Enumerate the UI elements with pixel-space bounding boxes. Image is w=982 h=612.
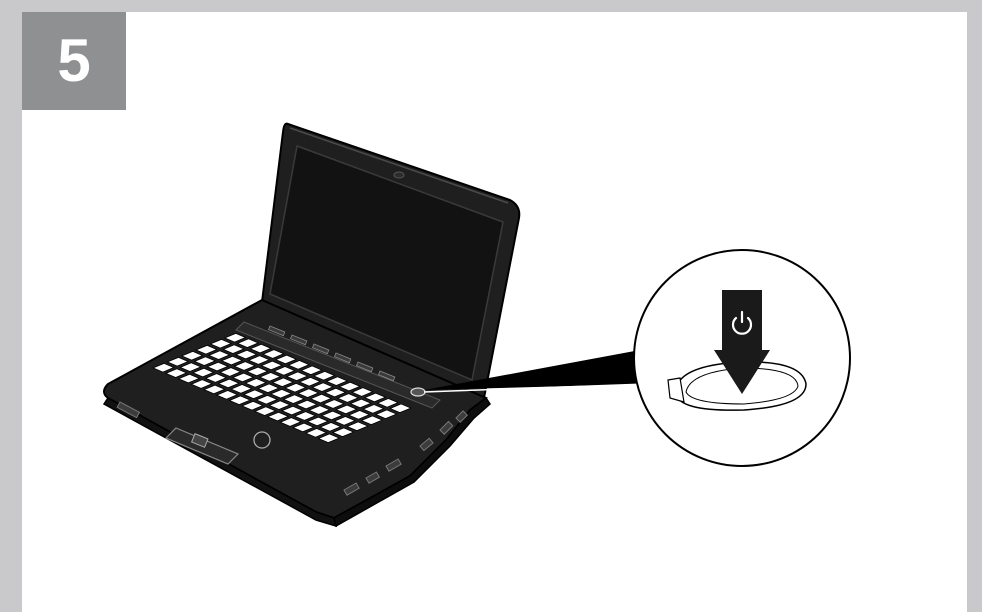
laptop xyxy=(104,124,519,526)
webcam xyxy=(394,172,404,178)
power-button-on-laptop xyxy=(411,388,425,396)
pointing-button xyxy=(254,432,270,448)
